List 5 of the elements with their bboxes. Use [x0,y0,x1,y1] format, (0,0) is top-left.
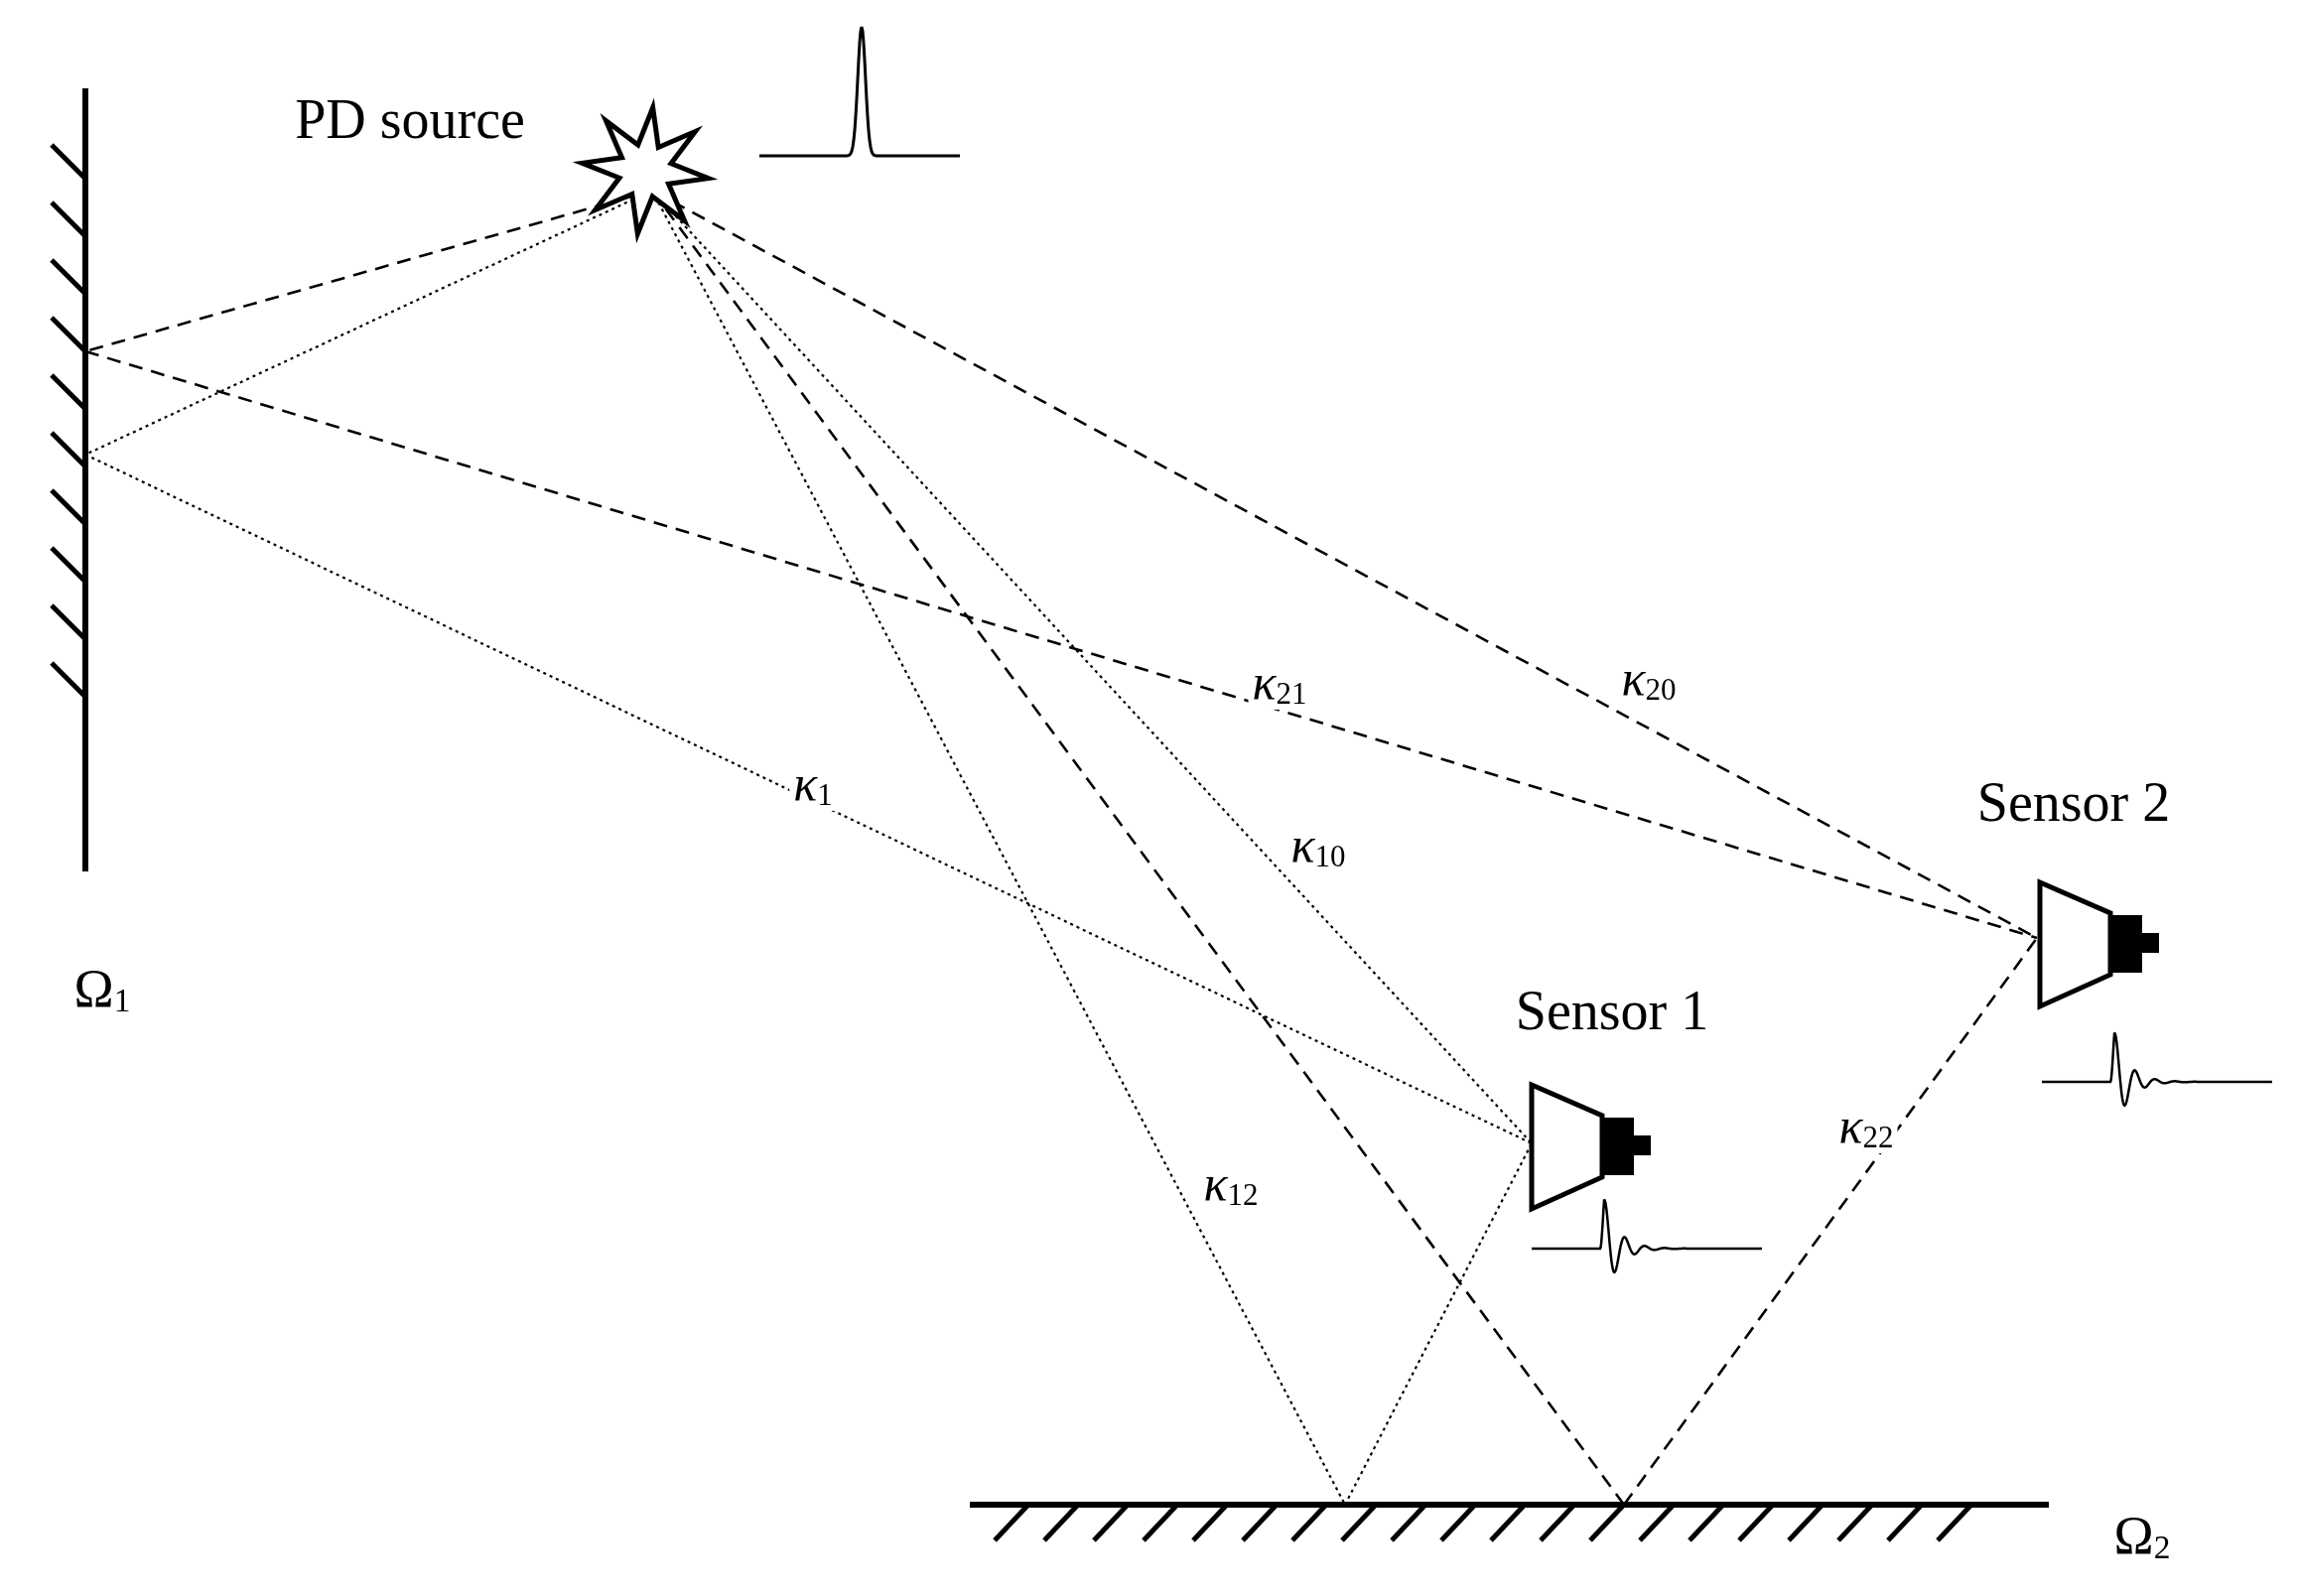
boundary-label: Ω$_{2}$ [2113,1507,2171,1566]
sensor-label: Sensor 1 [1515,981,1709,1042]
boundary-label: Ω$_{1}$ [73,960,131,1019]
source-label: PD source [295,89,525,151]
sensor-label: Sensor 2 [1976,772,2171,834]
